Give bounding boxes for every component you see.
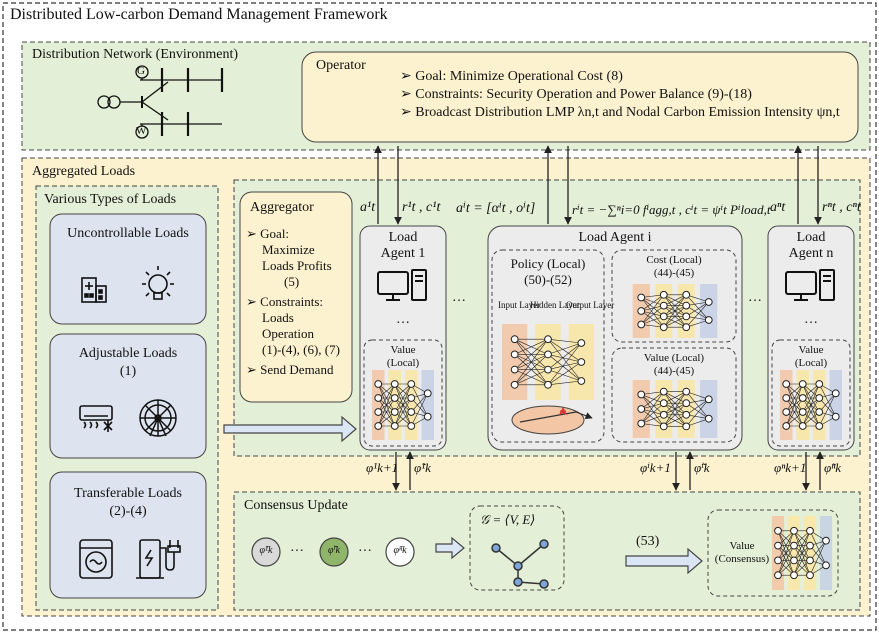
agent-i-title: Load Agent i	[578, 230, 652, 245]
param-node-n	[385, 537, 415, 567]
signal-a1: a¹t	[360, 200, 376, 215]
figure-title: Distributed Low-carbon Demand Management…	[10, 6, 388, 23]
action-trajectory-icon	[511, 405, 593, 435]
aggregator-goal-label: ➢ Goal:	[246, 226, 290, 241]
signal-phiti: φ̃ⁱk	[694, 460, 710, 475]
value-local-label: Value (Local) (44)-(45)	[643, 352, 705, 377]
computer-icon-agent-1	[377, 269, 427, 301]
transferable-box	[49, 471, 207, 599]
generator-symbol: G	[137, 65, 145, 77]
policy-nn	[502, 324, 594, 400]
various-types-title: Various Types of Loads	[44, 192, 177, 207]
ellipsis-1: …	[452, 290, 466, 305]
signal-ri-def: rⁱt = −∑ⁿi=0 fⁱagg,t , cⁱt = ψⁱt Pⁱload,…	[572, 202, 771, 217]
uncontrollable-title: Uncontrollable Loads	[67, 226, 189, 241]
agent-consensus-arrows	[392, 451, 824, 491]
consensus-nodes	[251, 537, 415, 567]
aggregator-goal-lines: Maximize Loads Profits (5)	[262, 242, 332, 289]
aggregated-loads-label: Aggregated Loads	[32, 164, 136, 179]
neural-networks	[371, 284, 843, 590]
signal-phin: φⁿk+1	[774, 460, 807, 475]
consensus-arrow-2	[625, 547, 703, 575]
value-local-nn	[632, 380, 718, 438]
operator-item-3: ➢ Broadcast Distribution LMP λn,t and No…	[400, 105, 840, 120]
policy-label: Policy (Local) (50)-(52)	[510, 256, 586, 287]
value-nn-agent-n	[779, 370, 843, 440]
agent-1-dots: …	[396, 312, 410, 327]
consensus-value-nn	[771, 516, 833, 590]
aggregator-constraints-lines: Loads Operation (1)-(4), (6), (7)	[262, 310, 340, 357]
agent-1-value-label: Value (Local)	[386, 344, 420, 369]
cost-box	[611, 249, 737, 343]
graph-icon	[491, 539, 549, 589]
agent-n-value-label: Value (Local)	[794, 344, 828, 369]
ev-charger-icon	[136, 539, 181, 579]
agent-n-title: Load Agent n	[788, 230, 834, 261]
operator-item-1: ➢ Goal: Minimize Operational Cost (8)	[400, 69, 623, 84]
loads-to-agents-arrow	[223, 415, 357, 443]
ferris-wheel-icon	[139, 399, 177, 437]
ellipsis-2: …	[748, 290, 762, 305]
equation-ref: (53)	[636, 534, 660, 549]
cost-nn	[632, 284, 718, 338]
param-node-i-label: φ̃ⁱk	[328, 545, 340, 556]
consensus-title: Consensus Update	[244, 498, 348, 513]
param-node-i	[319, 537, 349, 567]
adjustable-title: Adjustable Loads	[78, 346, 178, 361]
input-layer-label: Input Layer	[498, 300, 541, 310]
cost-label: Cost (Local) (44)-(45)	[646, 254, 702, 279]
consensus-dots-2: …	[358, 540, 372, 555]
signal-r1c1: r¹t , c¹t	[402, 200, 441, 215]
value-nn-agent-1	[371, 370, 435, 440]
value-local-box	[611, 347, 737, 443]
agent-1-title: Load Agent 1	[380, 230, 426, 261]
hidden-layer-label: Hidden Layer	[530, 300, 580, 310]
operator-title: Operator	[316, 58, 366, 73]
param-node-n-label: φ̃ⁿk	[393, 545, 407, 556]
consensus-dots-1: …	[290, 540, 304, 555]
computer-icon-agent-n	[785, 269, 835, 301]
signal-ai-def: aⁱt = [αⁱt , oⁱt]	[456, 201, 536, 216]
uncontrollable-box	[49, 213, 207, 325]
lightbulb-icon	[142, 266, 174, 300]
aggregator-title: Aggregator	[250, 200, 314, 215]
consensus-arrow-1	[435, 536, 465, 560]
agent-1-value-box	[363, 339, 443, 447]
param-node-1	[251, 537, 281, 567]
building-icon	[81, 277, 107, 303]
operator-agent-arrows	[374, 145, 822, 225]
grid-diagram	[97, 65, 224, 139]
washing-machine-icon	[79, 539, 113, 579]
air-conditioner-icon	[79, 405, 113, 432]
signal-phitn: φ̃ⁿk	[824, 460, 842, 475]
operator-box	[301, 51, 859, 143]
policy-box	[491, 249, 605, 443]
aggregator-box	[239, 191, 353, 403]
consensus-value-label: Value (Consensus)	[714, 540, 770, 565]
transferable-title: Transferable Loads	[74, 486, 182, 501]
distribution-network-label: Distribution Network (Environment)	[32, 47, 239, 62]
signal-phii: φⁱk+1	[640, 460, 671, 475]
signal-an: aⁿt	[770, 200, 786, 215]
signal-phi1: φ¹k+1	[366, 460, 399, 475]
signal-rncn: rⁿt , cⁿt	[822, 200, 861, 215]
transferable-ref: (2)-(4)	[109, 504, 147, 519]
output-layer-label: Output Layer	[566, 300, 615, 310]
wind-symbol: W	[136, 125, 147, 137]
aggregator-constraints-label: ➢ Constraints:	[246, 294, 323, 309]
operator-item-2: ➢ Constraints: Security Operation and Po…	[400, 87, 752, 102]
graph-box	[469, 505, 565, 591]
signal-phit1: φ̃¹k	[414, 460, 431, 475]
graph-label: 𝒢 = ⟨V, E⟩	[480, 512, 536, 527]
adjustable-ref: (1)	[119, 364, 137, 379]
agent-n-value-box	[771, 339, 851, 447]
aggregator-send: ➢ Send Demand	[246, 362, 334, 377]
agent-n-dots: …	[804, 312, 818, 327]
param-node-1-label: φ̃¹k	[259, 545, 273, 556]
consensus-value-box	[707, 509, 839, 597]
